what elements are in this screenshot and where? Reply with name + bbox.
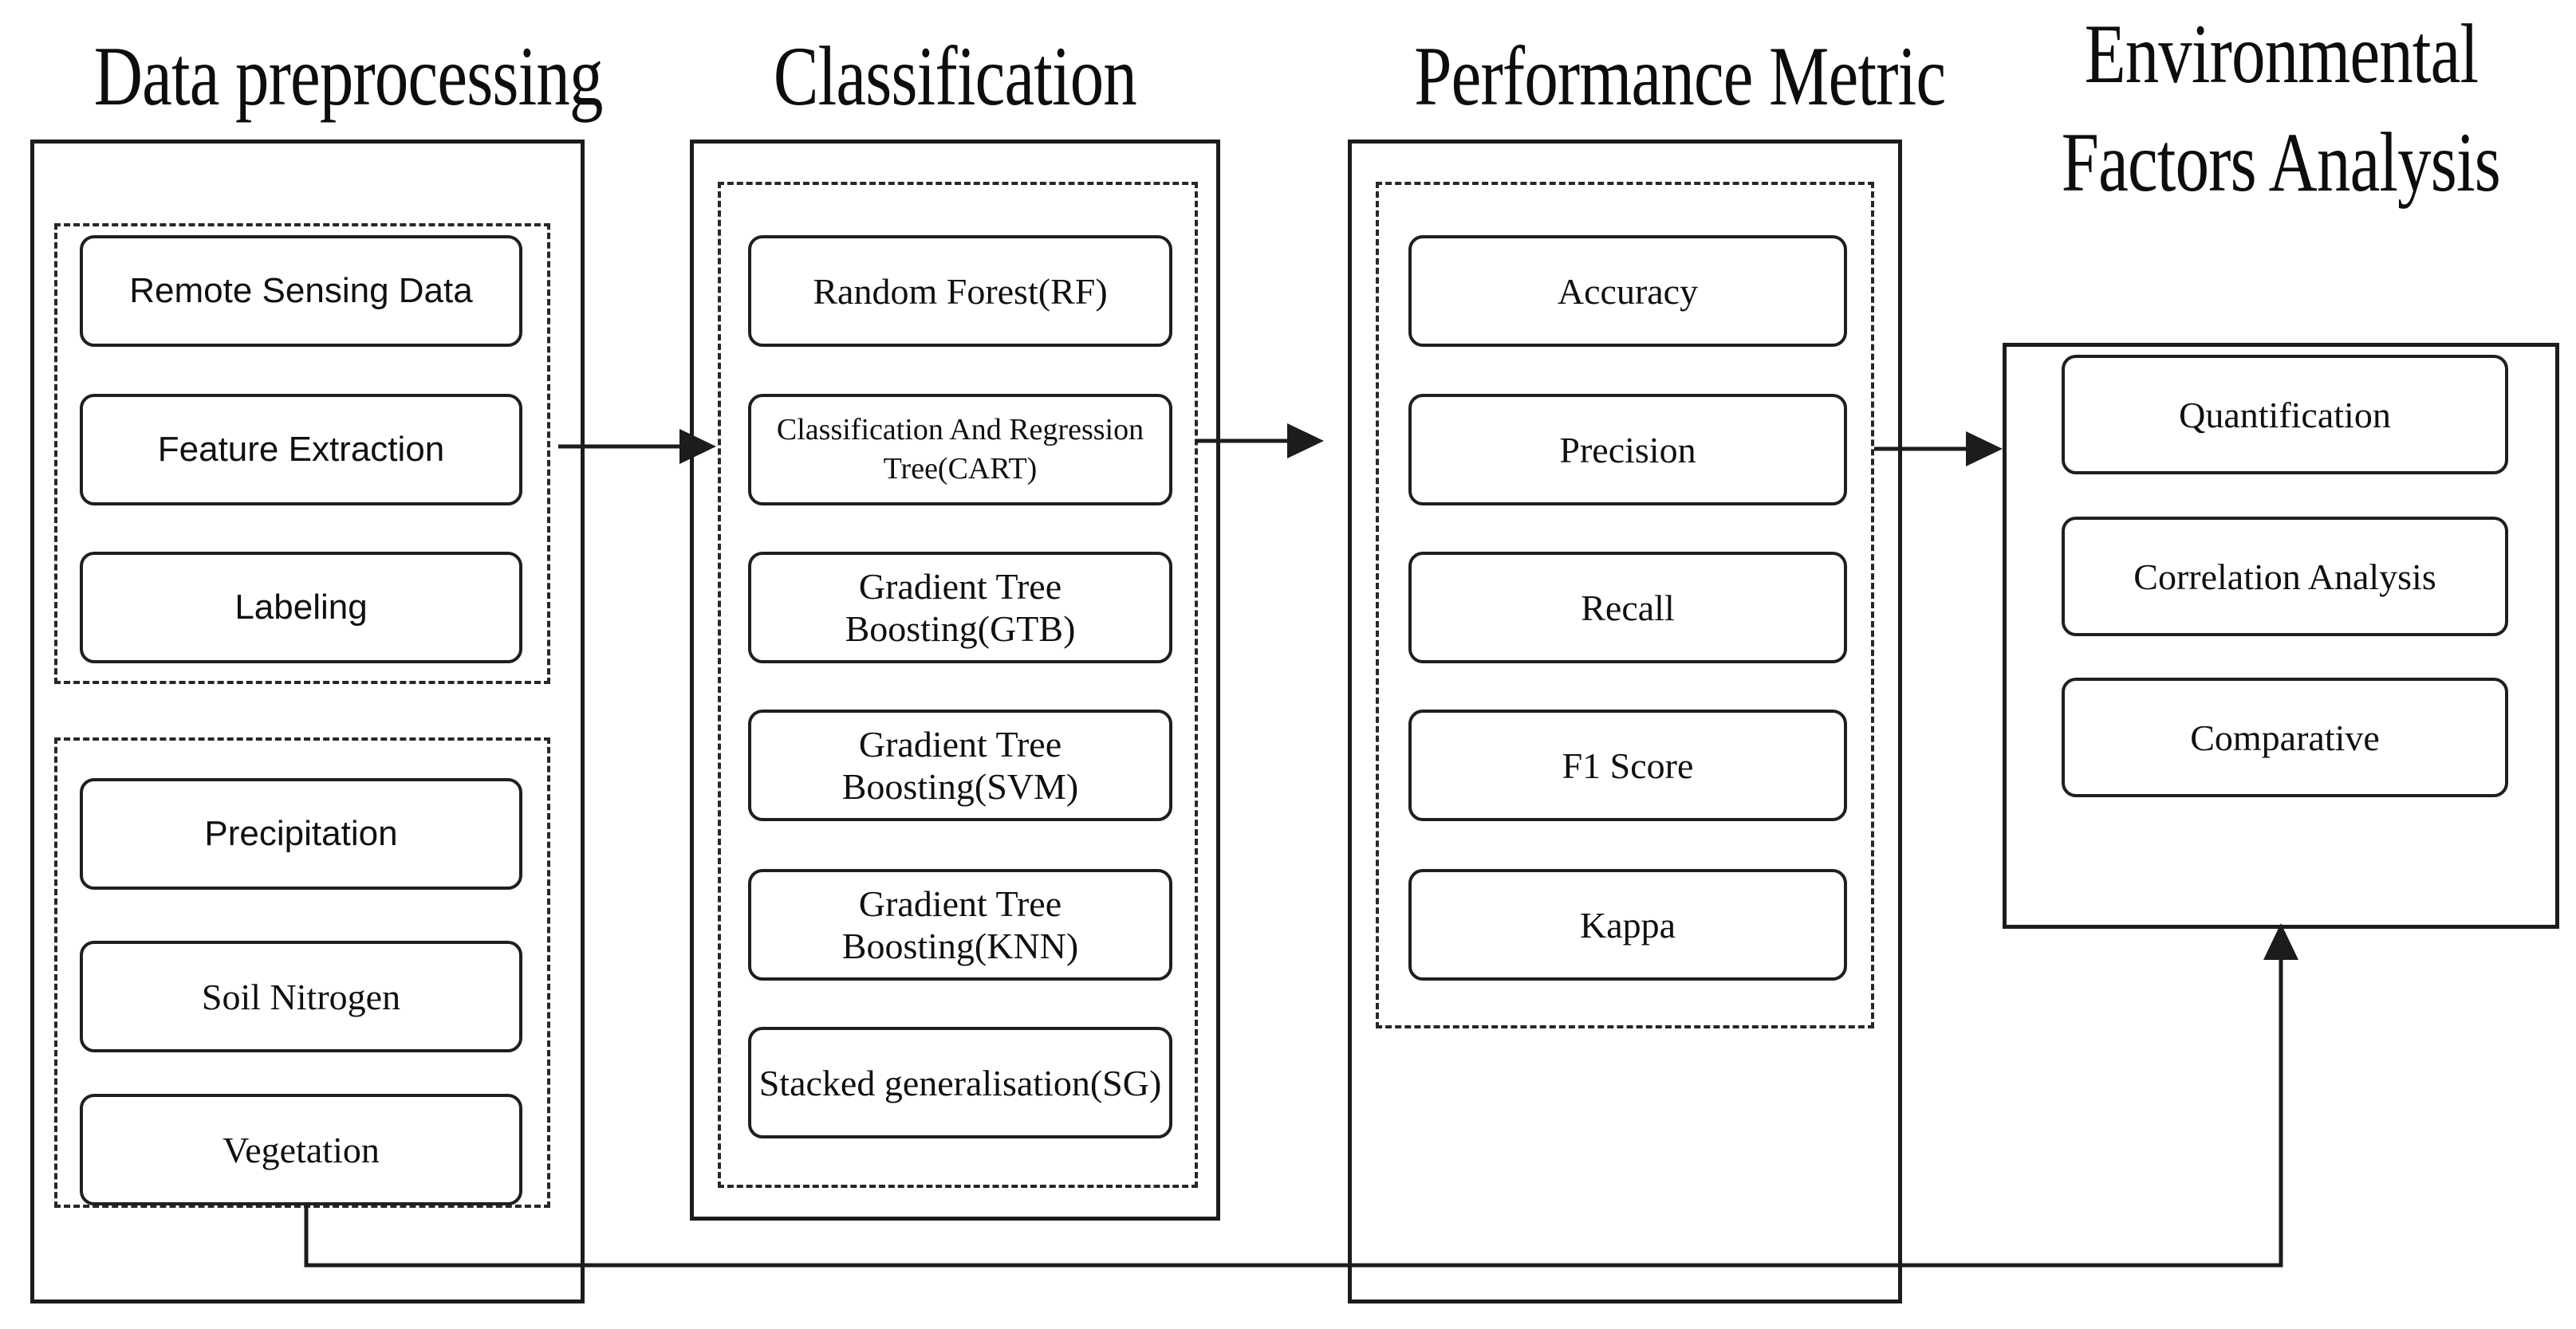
title-performance-metric: Performance Metric	[1348, 22, 1946, 131]
title-classification: Classification	[690, 22, 1220, 131]
node-feature-extraction: Feature Extraction	[80, 394, 522, 505]
node-stacked-generalisation: Stacked generalisation(SG)	[748, 1027, 1172, 1138]
node-label: Precision	[1559, 429, 1696, 470]
node-soil-nitrogen: Soil Nitrogen	[80, 941, 522, 1052]
node-label: Accuracy	[1557, 270, 1699, 312]
node-label: Classification And Regression Tree(CART)	[776, 412, 1144, 486]
node-quantification: Quantification	[2062, 355, 2508, 474]
node-gradient-tree-boosting-svm: Gradient Tree Boosting(SVM)	[748, 710, 1172, 821]
node-cart: Classification And Regression Tree(CART)	[748, 394, 1172, 505]
node-precipitation: Precipitation	[80, 778, 522, 890]
arrowhead-right-icon	[1287, 423, 1324, 458]
node-gradient-tree-boosting-knn: Gradient Tree Boosting(KNN)	[748, 869, 1172, 981]
node-vegetation: Vegetation	[80, 1094, 522, 1205]
node-label: Feature Extraction	[157, 430, 445, 469]
node-gradient-tree-boosting-gtb: Gradient Tree Boosting(GTB)	[748, 552, 1172, 663]
node-label: Comparative	[2190, 717, 2380, 758]
node-label: Vegetation	[223, 1129, 380, 1170]
node-precision: Precision	[1408, 394, 1847, 505]
node-label: Precipitation	[204, 814, 398, 853]
node-label: Labeling	[234, 588, 368, 627]
arrowhead-right-icon	[1966, 431, 2003, 466]
group-remote-data	[54, 223, 550, 684]
node-label: Gradient Tree Boosting(KNN)	[841, 883, 1079, 966]
title-data-preprocessing: Data preprocessing	[30, 22, 604, 131]
node-labeling: Labeling	[80, 552, 522, 663]
title-text: Performance Metric	[1414, 29, 1946, 123]
node-label: Random Forest(RF)	[813, 270, 1108, 312]
connector-vegetation-to-environmental	[304, 923, 2298, 1268]
node-label: Stacked generalisation(SG)	[758, 1062, 1162, 1103]
title-line-1: Environmental	[2084, 7, 2478, 100]
node-remote-sensing-data: Remote Sensing Data	[80, 235, 522, 347]
node-label: Gradient Tree Boosting(SVM)	[841, 724, 1079, 807]
node-label: Soil Nitrogen	[201, 976, 401, 1017]
title-line-2: Factors Analysis	[2061, 115, 2501, 209]
node-f1-score: F1 Score	[1408, 710, 1847, 821]
container-performance-metric	[1348, 140, 1902, 1303]
node-recall: Recall	[1408, 552, 1847, 663]
container-data-preprocessing	[30, 140, 585, 1303]
node-correlation-analysis: Correlation Analysis	[2062, 517, 2508, 636]
title-environmental-factors-analysis: Environmental Factors Analysis	[2003, 0, 2559, 216]
node-comparative: Comparative	[2062, 678, 2508, 797]
node-label: F1 Score	[1562, 745, 1694, 786]
node-label: Correlation Analysis	[2133, 556, 2436, 597]
node-label: Gradient Tree Boosting(GTB)	[845, 566, 1076, 649]
node-label: Remote Sensing Data	[129, 271, 473, 310]
node-label: Kappa	[1579, 904, 1676, 946]
node-label: Recall	[1581, 587, 1675, 628]
node-random-forest: Random Forest(RF)	[748, 235, 1172, 347]
node-kappa: Kappa	[1408, 869, 1847, 981]
node-accuracy: Accuracy	[1408, 235, 1847, 347]
title-text: Data preprocessing	[93, 29, 604, 123]
node-label: Quantification	[2179, 394, 2391, 435]
title-text: Classification	[773, 29, 1137, 123]
